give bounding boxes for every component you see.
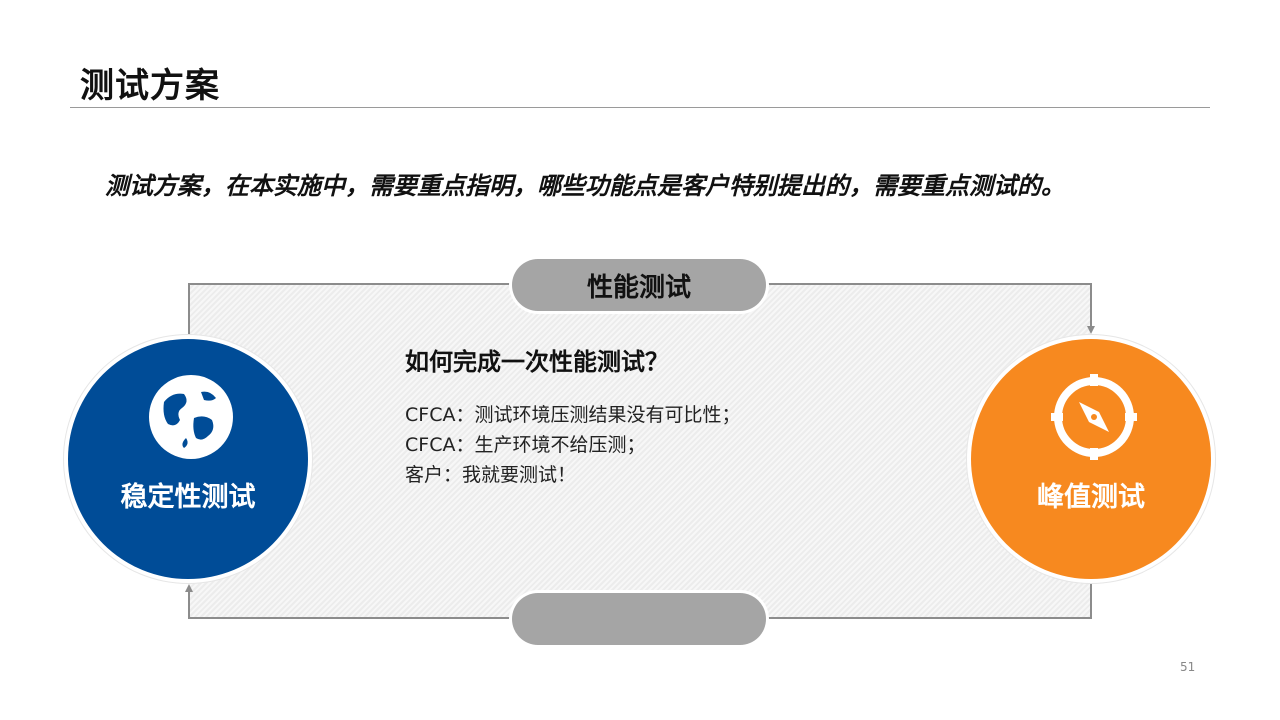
content-line: 客户：我就要测试！ — [405, 464, 577, 486]
arrow-down-right — [1087, 326, 1095, 334]
peak-test-label: 峰值测试 — [1037, 482, 1145, 513]
globe-icon — [149, 375, 233, 459]
connector-top-right — [766, 283, 1092, 285]
stability-test-label: 稳定性测试 — [120, 482, 256, 513]
stability-test-circle: 稳定性测试 — [68, 339, 308, 579]
peak-test-circle: 峰值测试 — [971, 339, 1211, 579]
content-line: CFCA：生产环境不给压测； — [405, 434, 646, 456]
slide-subtitle: 测试方案，在本实施中，需要重点指明，哪些功能点是客户特别提出的，需要重点测试的。 — [105, 172, 1065, 200]
content-panel — [190, 284, 1090, 619]
connector-left-down — [188, 592, 190, 619]
connector-right-down — [1090, 283, 1092, 327]
bottom-pill — [512, 593, 766, 645]
page-number: 51 — [1180, 660, 1196, 674]
arrow-up-left — [185, 584, 193, 592]
connector-top-left — [189, 283, 514, 285]
title-divider — [70, 107, 1210, 108]
compass-icon — [1051, 374, 1137, 460]
content-heading: 如何完成一次性能测试？ — [405, 348, 669, 376]
connector-bottom-right — [766, 617, 1092, 619]
slide-title: 测试方案 — [80, 66, 220, 106]
connector-left-up — [188, 283, 190, 335]
top-pill-label: 性能测试 — [586, 272, 691, 303]
connector-right-up — [1090, 584, 1092, 619]
top-pill: 性能测试 — [512, 259, 766, 311]
connector-bottom-left — [189, 617, 514, 619]
content-line: CFCA：测试环境压测结果没有可比性； — [405, 404, 741, 426]
